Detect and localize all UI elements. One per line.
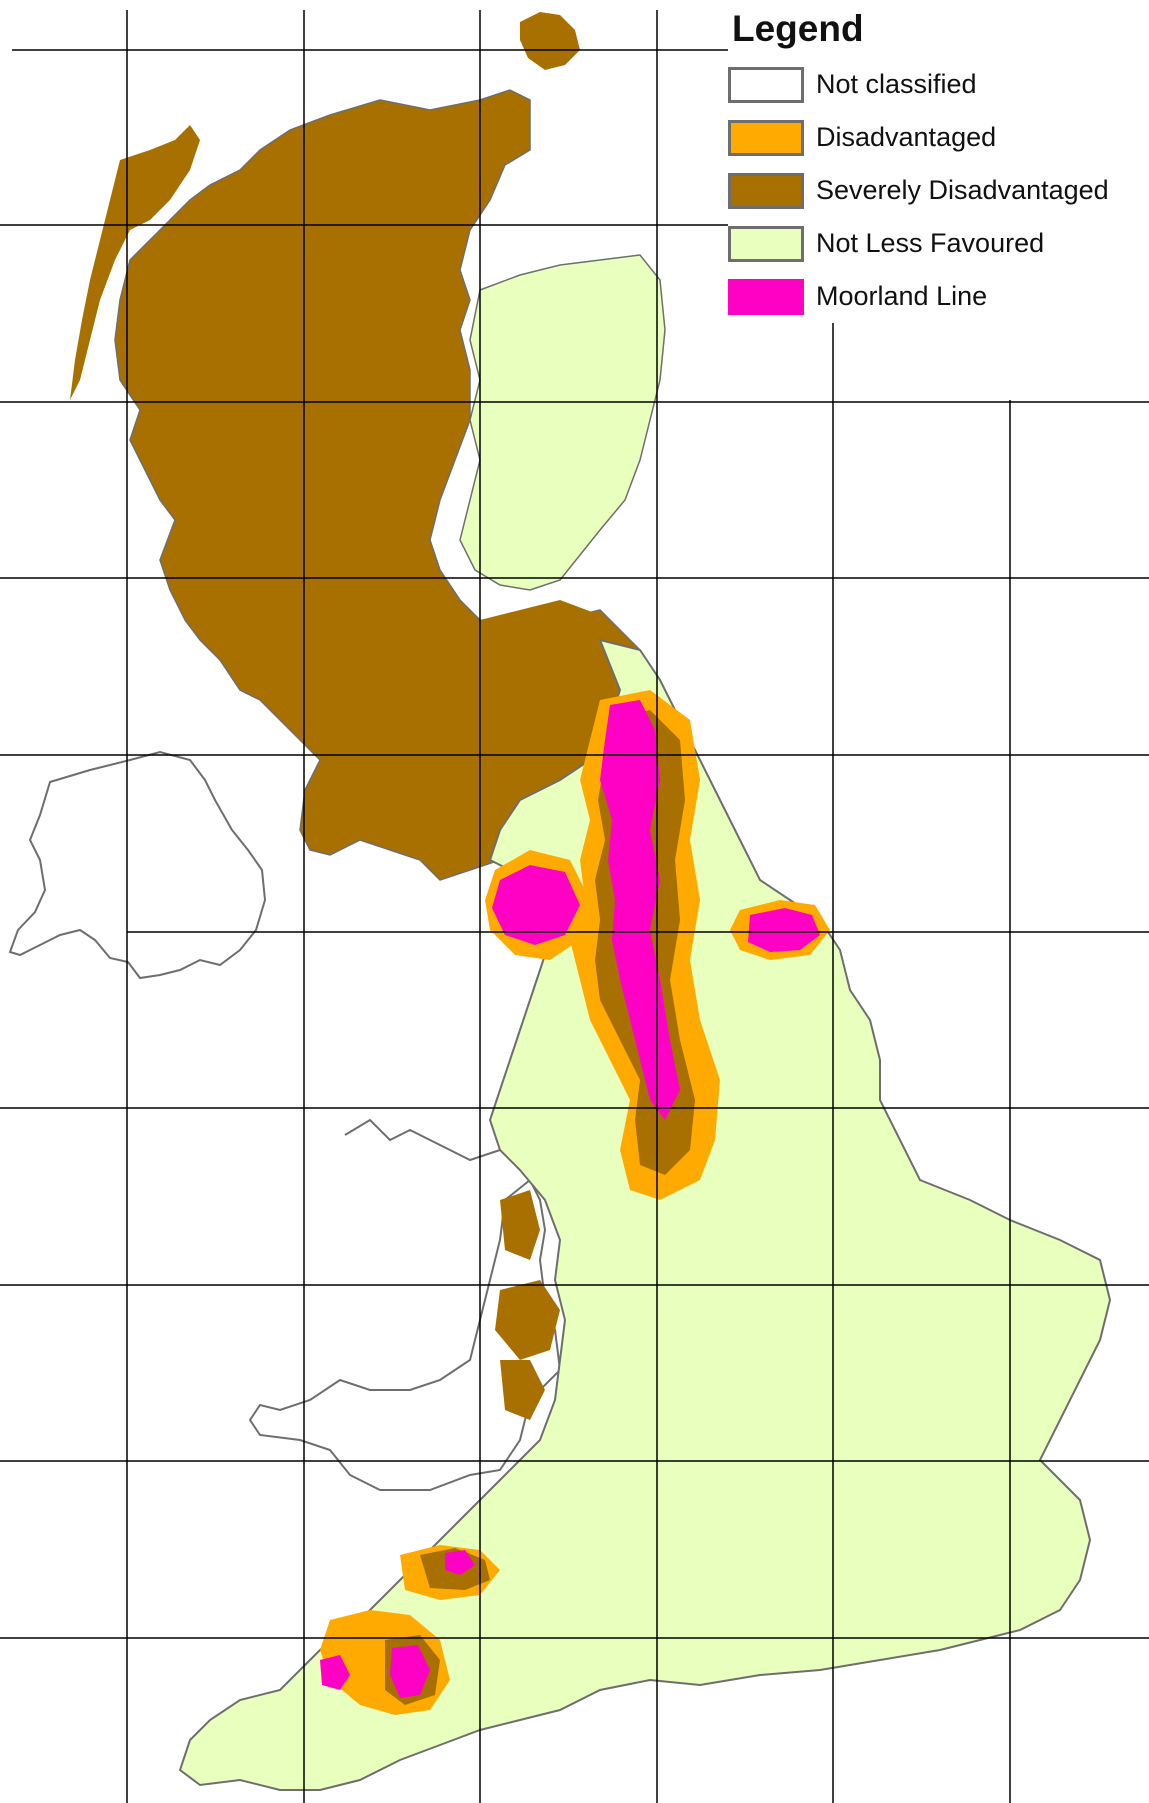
bodmin-moorland [320, 1655, 350, 1690]
legend-item: Not classified [728, 58, 1148, 111]
legend-item: Not Less Favoured [728, 217, 1148, 270]
legend-swatch [728, 66, 804, 103]
legend-item: Severely Disadvantaged [728, 164, 1148, 217]
welsh-border-sda [500, 1190, 540, 1260]
welsh-border-sda-2 [495, 1280, 560, 1360]
legend-label: Not Less Favoured [816, 228, 1045, 258]
legend-swatch [728, 225, 804, 262]
legend-label: Severely Disadvantaged [816, 175, 1109, 205]
legend-item: Disadvantaged [728, 111, 1148, 164]
orkney [520, 12, 580, 70]
grid-lines [0, 10, 1149, 1803]
lakes-moorland [492, 865, 580, 945]
legend-label: Moorland Line [816, 281, 988, 311]
welsh-border-sda-3 [500, 1360, 545, 1420]
legend-label: Disadvantaged [816, 122, 997, 152]
borders-sda [460, 600, 640, 730]
legend-label: Not classified [816, 69, 977, 99]
legend-item: Moorland Line [728, 270, 1148, 323]
outer-hebrides [70, 125, 200, 400]
england-nlf [178, 638, 1112, 1791]
nyorkmoors-moorland [748, 908, 820, 952]
legend-swatch [728, 172, 804, 209]
legend-title: Legend [732, 8, 864, 49]
ne-scotland-nlf [459, 254, 666, 591]
dartmoor-moorland [390, 1645, 430, 1698]
legend-swatch [728, 119, 804, 156]
ireland-outline [8, 750, 267, 980]
pennines-moorland [600, 700, 680, 1120]
legend-swatch [728, 278, 804, 315]
exmoor-moorland [445, 1550, 475, 1575]
